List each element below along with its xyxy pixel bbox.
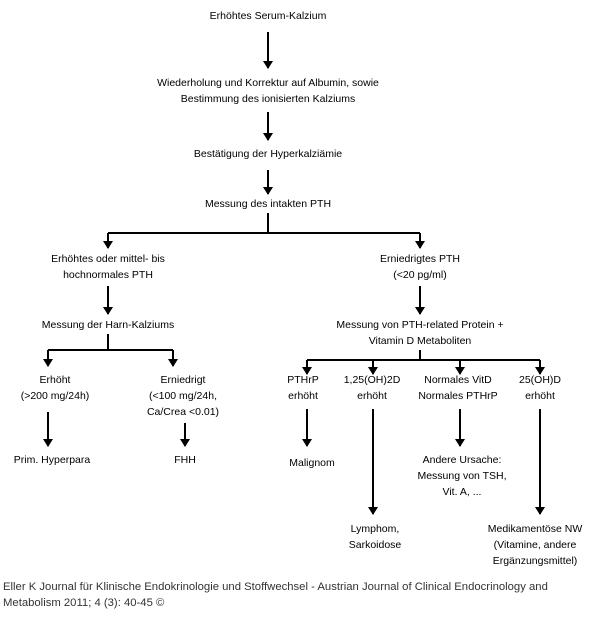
- node-confirm-text: Bestätigung der Hyperkalziämie: [193, 148, 343, 160]
- flowchart-edges: [43, 32, 545, 515]
- node-fhh: FHH: [174, 452, 196, 468]
- node-repeat-correct-line2: Bestimmung des ionisierten Kalziums: [180, 93, 356, 105]
- flowchart: Erhöhtes Serum-Kalzium Wiederholung und …: [14, 8, 583, 569]
- node-measure-pth-text: Messung des intakten PTH: [204, 198, 332, 210]
- node-vitd25-elevated: 25(OH)D erhöht: [519, 372, 561, 404]
- node-other-cause: Andere Ursache: Messung von TSH, Vit. A, .…: [417, 452, 506, 500]
- node-repeat-correct-line1: Wiederholung und Korrektur auf Albumin, …: [157, 77, 379, 89]
- node-serum-calcium: Erhöhtes Serum-Kalzium: [210, 8, 327, 24]
- node-lowered: Erniedrigt (<100 mg/24h, Ca/Crea <0.01): [147, 372, 219, 420]
- node-low-pth-line1: Erniedrigtes PTH: [380, 253, 460, 265]
- node-elevated: Erhöht (>200 mg/24h): [21, 372, 90, 404]
- node-medik-line1: Medikamentöse NW: [487, 523, 583, 535]
- node-prim-hyperpara: Prim. Hyperpara: [14, 452, 90, 468]
- node-other-cause-line3: Vit. A, ...: [442, 486, 482, 498]
- node-vitd125-line2: erhöht: [357, 390, 387, 402]
- node-elevated-line1: Erhöht: [39, 374, 71, 386]
- source-caption: Eller K Journal für Klinische Endokrinol…: [3, 581, 548, 609]
- node-high-pth-line2: hochnormales PTH: [63, 269, 153, 281]
- node-lowered-line2: (<100 mg/24h,: [148, 390, 217, 402]
- node-pthrp-elevated-line2: erhöht: [288, 390, 318, 402]
- node-malignom: Malignom: [289, 455, 335, 471]
- node-fhh-text: FHH: [174, 454, 196, 466]
- node-pthrp-elevated-line1: PTHrP: [287, 374, 319, 386]
- node-urine-calcium-text: Messung der Harn-Kalziums: [41, 319, 175, 331]
- node-lowered-line3: Ca/Crea <0.01): [146, 406, 220, 418]
- node-urine-calcium: Messung der Harn-Kalziums: [42, 317, 174, 333]
- node-vitd25-line2: erhöht: [525, 390, 555, 402]
- node-serum-calcium-text: Erhöhtes Serum-Kalzium: [209, 10, 327, 22]
- node-vitd25-line1: 25(OH)D: [518, 374, 562, 386]
- node-normal-vitd-pthrp: Normales VitD Normales PTHrP: [418, 372, 497, 404]
- node-pthrp-measure: Messung von PTH-related Protein + Vitamin…: [336, 317, 503, 349]
- node-other-cause-line1: Andere Ursache:: [422, 454, 502, 466]
- node-malignom-text: Malignom: [289, 457, 335, 469]
- node-repeat-correct: Wiederholung und Korrektur auf Albumin, …: [157, 75, 379, 107]
- node-lymphom-line1: Lymphom,: [350, 523, 400, 535]
- node-pthrp-elevated: PTHrP erhöht: [287, 372, 319, 404]
- node-low-pth: Erniedrigtes PTH (<20 pg/ml): [380, 251, 460, 283]
- node-measure-pth: Messung des intakten PTH: [205, 196, 331, 212]
- node-confirm: Bestätigung der Hyperkalziämie: [194, 146, 342, 162]
- node-high-pth-line1: Erhöhtes oder mittel- bis: [51, 253, 165, 265]
- node-other-cause-line2: Messung von TSH,: [417, 470, 507, 482]
- node-prim-hyperpara-text: Prim. Hyperpara: [13, 454, 91, 466]
- node-medik-line2: (Vitamine, andere: [493, 539, 577, 551]
- node-lymphom: Lymphom, Sarkoidose: [349, 521, 402, 553]
- node-normal-line1: Normales VitD: [424, 374, 492, 386]
- node-normal-line2: Normales PTHrP: [418, 390, 498, 402]
- node-high-pth: Erhöhtes oder mittel- bis hochnormales PT…: [51, 251, 165, 283]
- node-pthrp-measure-line1: Messung von PTH-related Protein +: [336, 319, 504, 331]
- node-medik-line3: Ergänzungsmittel): [492, 555, 578, 567]
- node-lymphom-line2: Sarkoidose: [348, 539, 402, 551]
- node-low-pth-line2: (<20 pg/ml): [393, 269, 447, 281]
- node-vitd125-line1: 1,25(OH)2D: [343, 374, 401, 386]
- node-elevated-line2: (>200 mg/24h): [20, 390, 90, 402]
- node-pthrp-measure-line2: Vitamin D Metaboliten: [368, 335, 472, 347]
- node-vitd125-elevated: 1,25(OH)2D erhöht: [344, 372, 401, 404]
- node-lowered-line1: Erniedrigt: [160, 374, 206, 386]
